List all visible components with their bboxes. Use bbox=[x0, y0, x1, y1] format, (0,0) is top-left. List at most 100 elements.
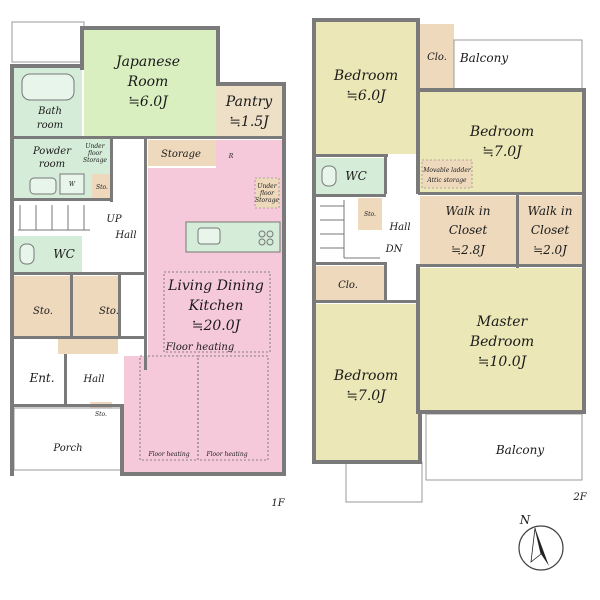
storage bbox=[148, 140, 216, 166]
fridge-label: R bbox=[228, 153, 234, 160]
wic-a-size: ≒2.8J bbox=[451, 243, 486, 257]
wic-b-line-2: Closet bbox=[531, 223, 570, 237]
wic-a-line-2: Closet bbox=[449, 223, 488, 237]
underfloor-b-3: Storage bbox=[255, 197, 279, 204]
compass-label: N bbox=[519, 513, 531, 527]
wic-b bbox=[518, 196, 582, 266]
balcony-lower-ledge bbox=[345, 461, 423, 503]
bedroom-ne-size: ≒7.0J bbox=[482, 144, 523, 160]
porch-area-top bbox=[11, 21, 85, 63]
floor-heating-2: Floor heating bbox=[147, 451, 189, 458]
underfloor-a-2: floor bbox=[87, 150, 103, 157]
master-name-1: Master bbox=[476, 314, 529, 330]
balcony-bottom-name: Balcony bbox=[495, 443, 544, 457]
floor-heating-1: Floor heating bbox=[165, 342, 235, 353]
sink-icon bbox=[29, 177, 57, 195]
attic-storage bbox=[421, 159, 473, 189]
master-size: ≒10.0J bbox=[478, 354, 528, 370]
kitchen-sink-icon bbox=[197, 227, 221, 245]
ldk-size: ≒20.0J bbox=[192, 318, 242, 334]
hall2-dn: DN bbox=[385, 244, 404, 255]
stove-burner-icon bbox=[266, 238, 274, 246]
compass-needle-icon bbox=[535, 528, 549, 566]
stove-burner-icon bbox=[266, 230, 274, 238]
compass-needle-icon bbox=[530, 527, 542, 563]
floor-1-label: 1F bbox=[271, 498, 285, 509]
floor-heating-zone-1 bbox=[163, 271, 271, 353]
shoe-cabinet bbox=[58, 338, 118, 354]
ldk-name-1: Living Dining bbox=[167, 278, 264, 294]
underfloor-a-3: Storage bbox=[83, 157, 107, 164]
storage-name: Storage bbox=[161, 149, 201, 160]
balcony-bottom bbox=[425, 413, 583, 481]
washer-label: W bbox=[69, 181, 76, 188]
porch-name: Porch bbox=[52, 443, 82, 454]
sto-right-name: Sto. bbox=[99, 306, 119, 317]
clo-mid bbox=[316, 266, 384, 300]
pantry-size: ≒1.5J bbox=[229, 114, 270, 130]
bedroom-sw bbox=[316, 304, 418, 460]
sto-right bbox=[72, 276, 120, 336]
hall-up-name: Hall bbox=[114, 230, 136, 241]
hall-up-label: UP bbox=[106, 214, 121, 225]
wc2-name: WC bbox=[345, 169, 367, 183]
bedroom-nw bbox=[316, 22, 420, 154]
powder-room-name-1: Powder bbox=[32, 146, 72, 157]
floor-2 bbox=[312, 18, 586, 503]
stove-burner-icon bbox=[258, 230, 266, 238]
wic-a-line-1: Walk in bbox=[446, 204, 491, 218]
bathtub-icon bbox=[21, 73, 75, 101]
wc-name: WC bbox=[53, 247, 75, 261]
hall2-name: Hall bbox=[388, 222, 410, 233]
sto-left-name: Sto. bbox=[33, 306, 53, 317]
hall2 bbox=[384, 196, 418, 300]
japanese-room-size: ≒6.0J bbox=[128, 94, 169, 110]
japanese-room-name-1: Japanese bbox=[113, 54, 180, 70]
floor-heating-zone-3 bbox=[197, 355, 269, 461]
bathroom-name-1: Bath bbox=[37, 106, 62, 117]
stairs-icon bbox=[18, 205, 90, 231]
under-floor-storage-b bbox=[254, 177, 280, 209]
entrance bbox=[14, 356, 64, 404]
hall-entry-name: Hall bbox=[82, 374, 104, 385]
balcony-top-name: Balcony bbox=[459, 51, 508, 65]
hall-entry bbox=[66, 356, 120, 404]
bedroom-nw-name: Bedroom bbox=[333, 68, 398, 84]
clo-mid-name: Clo. bbox=[338, 280, 358, 291]
washer-icon bbox=[59, 173, 85, 195]
underfloor-b-1: Under bbox=[257, 183, 277, 190]
bedroom-sw-size: ≒7.0J bbox=[346, 388, 387, 404]
walls-2f bbox=[312, 18, 586, 464]
wic-b-size: ≒2.0J bbox=[533, 243, 568, 257]
floor-heating-3: Floor heating bbox=[205, 451, 247, 458]
bedroom-nw-size: ≒6.0J bbox=[346, 88, 387, 104]
master-name-2: Bedroom bbox=[469, 334, 534, 350]
underfloor-a-1: Under bbox=[85, 143, 105, 150]
sto2-name: Sto. bbox=[364, 211, 376, 218]
sto-small bbox=[92, 174, 112, 198]
balcony-top bbox=[453, 39, 583, 91]
attic-line-2: Attic storage bbox=[426, 177, 467, 184]
stove-burner-icon bbox=[258, 238, 266, 246]
toilet-icon bbox=[19, 243, 35, 265]
toilet-icon bbox=[321, 165, 337, 187]
stairs-icon bbox=[320, 200, 380, 259]
floor-2-label: 2F bbox=[572, 492, 587, 503]
japanese-room-name-2: Room bbox=[127, 74, 169, 90]
sto2 bbox=[358, 198, 382, 230]
north-compass bbox=[518, 525, 564, 571]
underfloor-b-2: floor bbox=[259, 190, 275, 197]
master-bedroom bbox=[420, 268, 582, 410]
walls-1f bbox=[10, 26, 286, 476]
sto-entry-name: Sto. bbox=[95, 411, 107, 418]
porch bbox=[13, 407, 123, 471]
clo-top bbox=[420, 24, 454, 90]
bedroom-ne-name: Bedroom bbox=[469, 124, 534, 140]
pantry bbox=[216, 86, 282, 136]
bathroom-name-2: room bbox=[37, 120, 63, 131]
attic-line-1: Movable ladder bbox=[422, 167, 472, 174]
powder-room-name-2: room bbox=[39, 159, 65, 170]
sto-small-name: Sto. bbox=[96, 184, 108, 191]
bedroom-sw-name: Bedroom bbox=[333, 368, 398, 384]
wic-a bbox=[420, 196, 516, 266]
